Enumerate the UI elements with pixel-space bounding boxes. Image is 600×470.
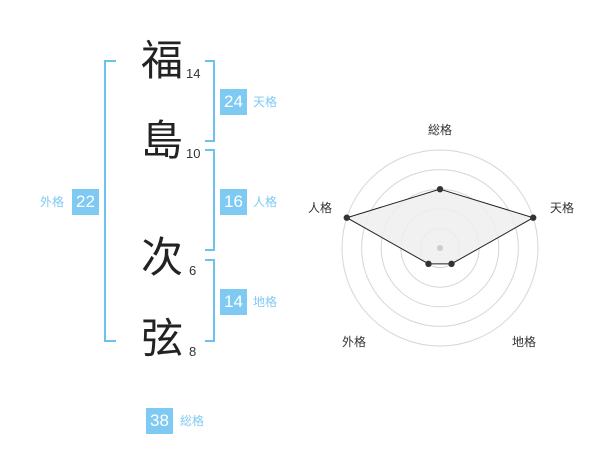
name-char-2: 島 xyxy=(141,116,184,165)
radar-point-1 xyxy=(436,186,444,193)
gaikaku-label: 外格 xyxy=(40,195,65,209)
radar-axis-label-1: 総格 xyxy=(428,122,452,137)
radar-polygon xyxy=(345,188,535,265)
name-char-4: 弦 xyxy=(141,314,184,363)
jinkaku-bracket xyxy=(205,149,215,251)
stroke-count-1: 14 xyxy=(186,66,201,81)
gaikaku-value-badge: 22 xyxy=(72,189,99,215)
radar-ring-5 xyxy=(341,149,539,347)
name-char-3: 次 xyxy=(141,233,184,282)
stroke-count-2: 10 xyxy=(186,146,201,161)
soukaku-label: 総格 xyxy=(180,414,205,428)
radar-point-4 xyxy=(425,260,432,268)
radar-axis-label-5: 人格 xyxy=(308,200,332,215)
radar-point-2 xyxy=(530,214,537,221)
radar-axis-label-2: 天格 xyxy=(550,200,574,215)
tenkaku-value-badge: 24 xyxy=(220,89,247,115)
name-char-1: 福 xyxy=(141,36,184,85)
stroke-count-3: 6 xyxy=(189,263,197,278)
jinkaku-label: 人格 xyxy=(253,195,278,209)
tenkaku-label: 天格 xyxy=(253,95,278,109)
radar-axis-label-4: 外格 xyxy=(342,334,366,349)
chikaku-label: 地格 xyxy=(253,295,278,309)
jinkaku-value-badge: 16 xyxy=(220,189,247,215)
radar-ring-4 xyxy=(361,169,519,327)
chikaku-value-badge: 14 xyxy=(220,289,247,315)
soukaku-value-badge: 38 xyxy=(146,408,173,434)
tenkaku-bracket xyxy=(205,60,215,142)
radar-point-5 xyxy=(343,214,350,221)
gaikaku-bracket xyxy=(104,60,116,342)
chikaku-bracket xyxy=(205,259,215,342)
stroke-count-4: 8 xyxy=(189,344,197,359)
radar-axis-label-3: 地格 xyxy=(512,334,536,349)
radar-center-dot xyxy=(437,245,443,251)
radar-point-3 xyxy=(448,260,455,268)
